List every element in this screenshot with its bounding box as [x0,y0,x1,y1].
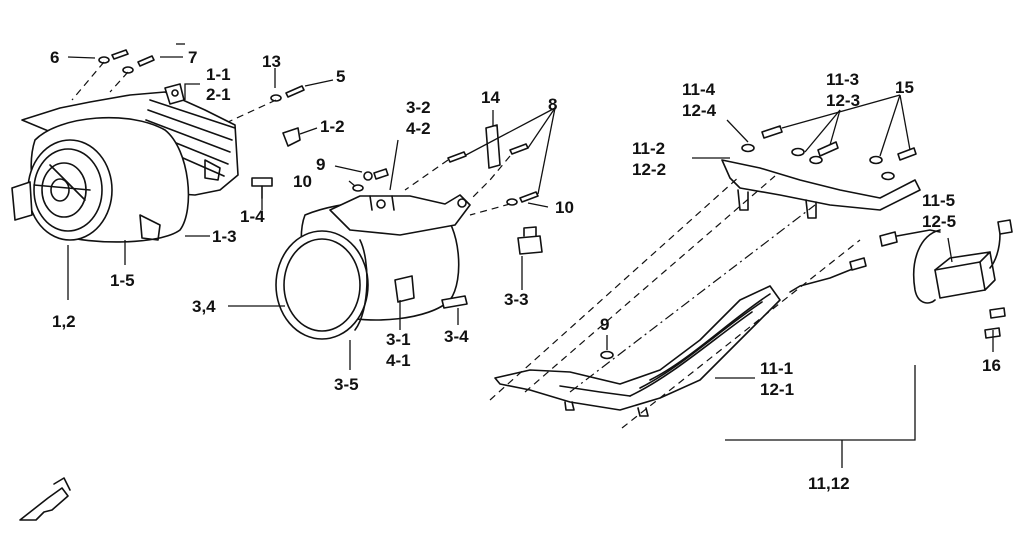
callout-label: 9 [600,315,609,334]
callout-label: 12-3 [826,91,860,110]
callout-label: 10 [293,172,312,191]
callout-label: 3-1 [386,330,411,349]
callout-label: 3,4 [192,297,216,316]
callout-label: 11-2 [632,139,665,158]
callout-label: 7 [188,48,197,67]
callout-label: 10 [555,198,574,217]
callout-label: 1-1 [206,65,231,84]
mounting-frame-assembly [489,125,1013,429]
headlight-assembly-middle [275,194,471,340]
headlight-assembly-left [11,83,239,243]
callout-label: 4-2 [406,119,431,138]
callout-label: 11-4 [682,80,716,99]
callout-label: 1-4 [240,207,265,226]
callout-label: 12-5 [922,212,956,231]
callout-label: 5 [336,67,345,86]
callout-label: 3-4 [444,327,469,346]
callout-label: 1,2 [52,312,76,331]
callout-label: 6 [50,48,59,67]
callout-label: 3-3 [504,290,529,309]
callout-label: 8 [548,95,557,114]
callout-label: 11-1 [760,359,793,378]
fastener-group-left [71,49,305,199]
callout-label: 16 [982,356,1001,375]
callout-label: 3-2 [406,98,431,117]
callout-label: 13 [262,52,281,71]
callout-label: 4-1 [386,351,411,370]
callout-label: 1-2 [320,117,345,136]
callout-label: 12-2 [632,160,666,179]
callout-labels: 6 7 13 5 1-1 2-1 1-2 9 10 1-4 1-3 1-5 1,… [50,48,1001,493]
callout-label: 1-3 [212,227,237,246]
callout-label: 12-1 [760,380,794,399]
callout-label: 12-4 [682,101,717,120]
callout-label: 14 [481,88,500,107]
fastener-group-middle [352,124,543,255]
callout-label: 11-3 [826,70,859,89]
callout-label: 11,12 [808,474,850,493]
callout-label: 9 [316,155,325,174]
callout-label: 3-5 [334,375,359,394]
callout-label: 11-5 [922,191,955,210]
leader-lines [67,43,994,379]
front-direction-arrow-icon [19,477,71,521]
callout-label: 1-5 [110,271,135,290]
group-bracket-11-12 [725,365,916,468]
callout-label: 2-1 [206,85,231,104]
callout-label: 15 [895,78,914,97]
